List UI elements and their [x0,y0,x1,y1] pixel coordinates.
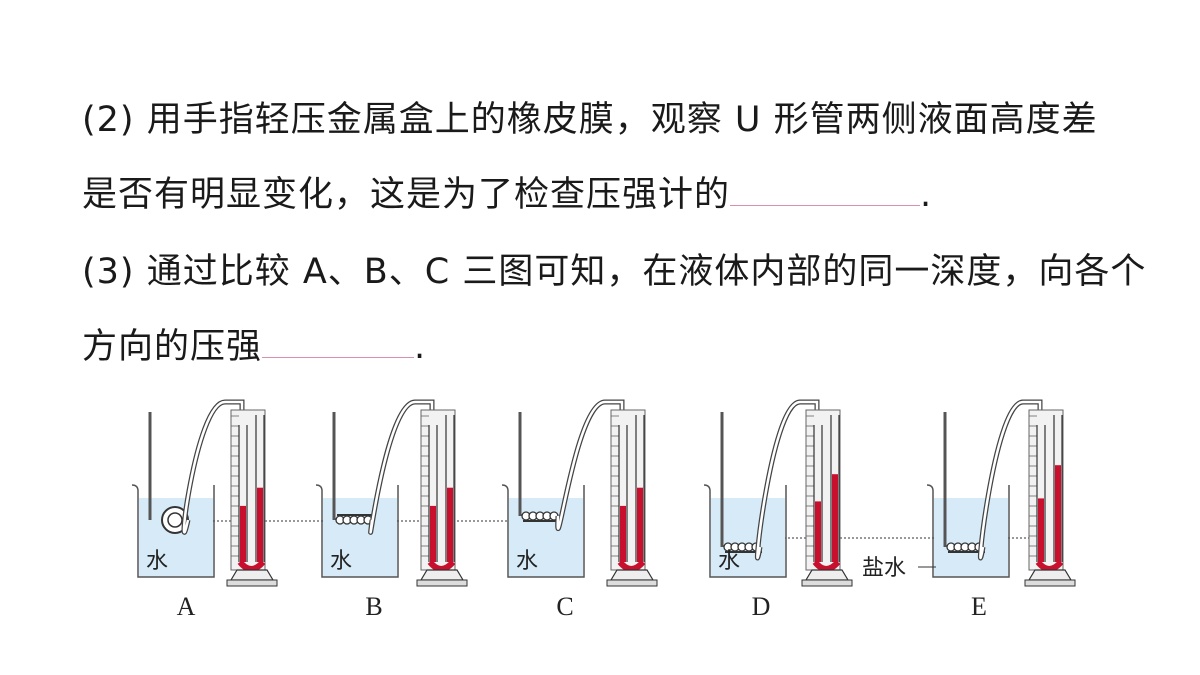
panel-label: C [556,592,573,621]
right-column [257,487,263,562]
right-column [447,487,453,562]
u-bend [237,559,266,572]
u-bend [1035,559,1064,572]
question-3-line-1: (3) 通过比较 A、B、C 三图可知，在液体内部的同一深度，向各个 [82,252,1146,292]
u-bend [617,559,646,572]
panel-label: A [177,592,196,621]
beaker [131,484,215,578]
beaker [926,484,1010,578]
answer-blank-3[interactable] [262,327,415,358]
question-2-period: . [920,175,933,215]
right-column [832,474,838,562]
question-2-line-2: 是否有明显变化，这是为了检查压强计的. [82,175,932,215]
question-2-text-2: 是否有明显变化，这是为了检查压强计的 [82,175,731,215]
panel-e: E [926,399,1076,621]
panel-d: 水D [703,399,853,621]
question-2-text-1: (2) 用手指轻压金属盒上的橡皮膜，观察 U 形管两侧液面高度差 [82,100,1098,140]
rubber-tube-inner [556,400,624,530]
gauge-foot [226,579,278,587]
panel-c: 水C [501,399,658,621]
panel-b: 水B [315,399,468,621]
rubber-membrane [167,512,183,528]
gauge-base [609,569,655,581]
rubber-tube-inner [979,400,1042,560]
rubber-tube-inner [182,400,244,534]
question-3-line-2: 方向的压强. [82,327,426,367]
liquid-label: 水 [516,549,538,574]
rubber-tube-inner [369,400,434,534]
question-3-period: . [414,327,427,367]
panel-label: D [752,592,771,621]
gauge-foot [801,579,853,587]
u-bend [812,559,841,572]
panel-a: 水A [131,399,278,621]
liquid-label: 水 [330,549,352,574]
beaker [315,484,399,578]
u-bend [427,559,456,572]
saltwater-label: 盐水 [862,556,906,581]
left-column [620,505,626,562]
left-column [1038,498,1044,562]
gauge-foot [1024,579,1076,587]
gauge-base [1027,569,1073,581]
question-2-line-1: (2) 用手指轻压金属盒上的橡皮膜，观察 U 形管两侧液面高度差 [82,100,1098,140]
answer-blank-2[interactable] [730,175,921,206]
beaker [703,484,787,578]
gauge-base [804,569,850,581]
right-column [637,487,643,562]
left-column [815,501,821,562]
question-3-text-2: 方向的压强 [82,327,263,367]
liquid-label: 水 [146,549,168,574]
left-column [430,505,436,562]
gauge-foot [606,579,658,587]
question-3-text-1: (3) 通过比较 A、B、C 三图可知，在液体内部的同一深度，向各个 [82,252,1147,292]
left-column [240,505,246,562]
gauge-base [229,569,275,581]
panel-label: B [365,592,382,621]
right-column [1055,465,1061,562]
liquid-label: 水 [718,549,740,574]
gauge-foot [416,579,468,587]
gauge-base [419,569,465,581]
rubber-tube-inner [756,400,819,560]
panel-label: E [971,592,987,621]
beaker [501,484,585,578]
